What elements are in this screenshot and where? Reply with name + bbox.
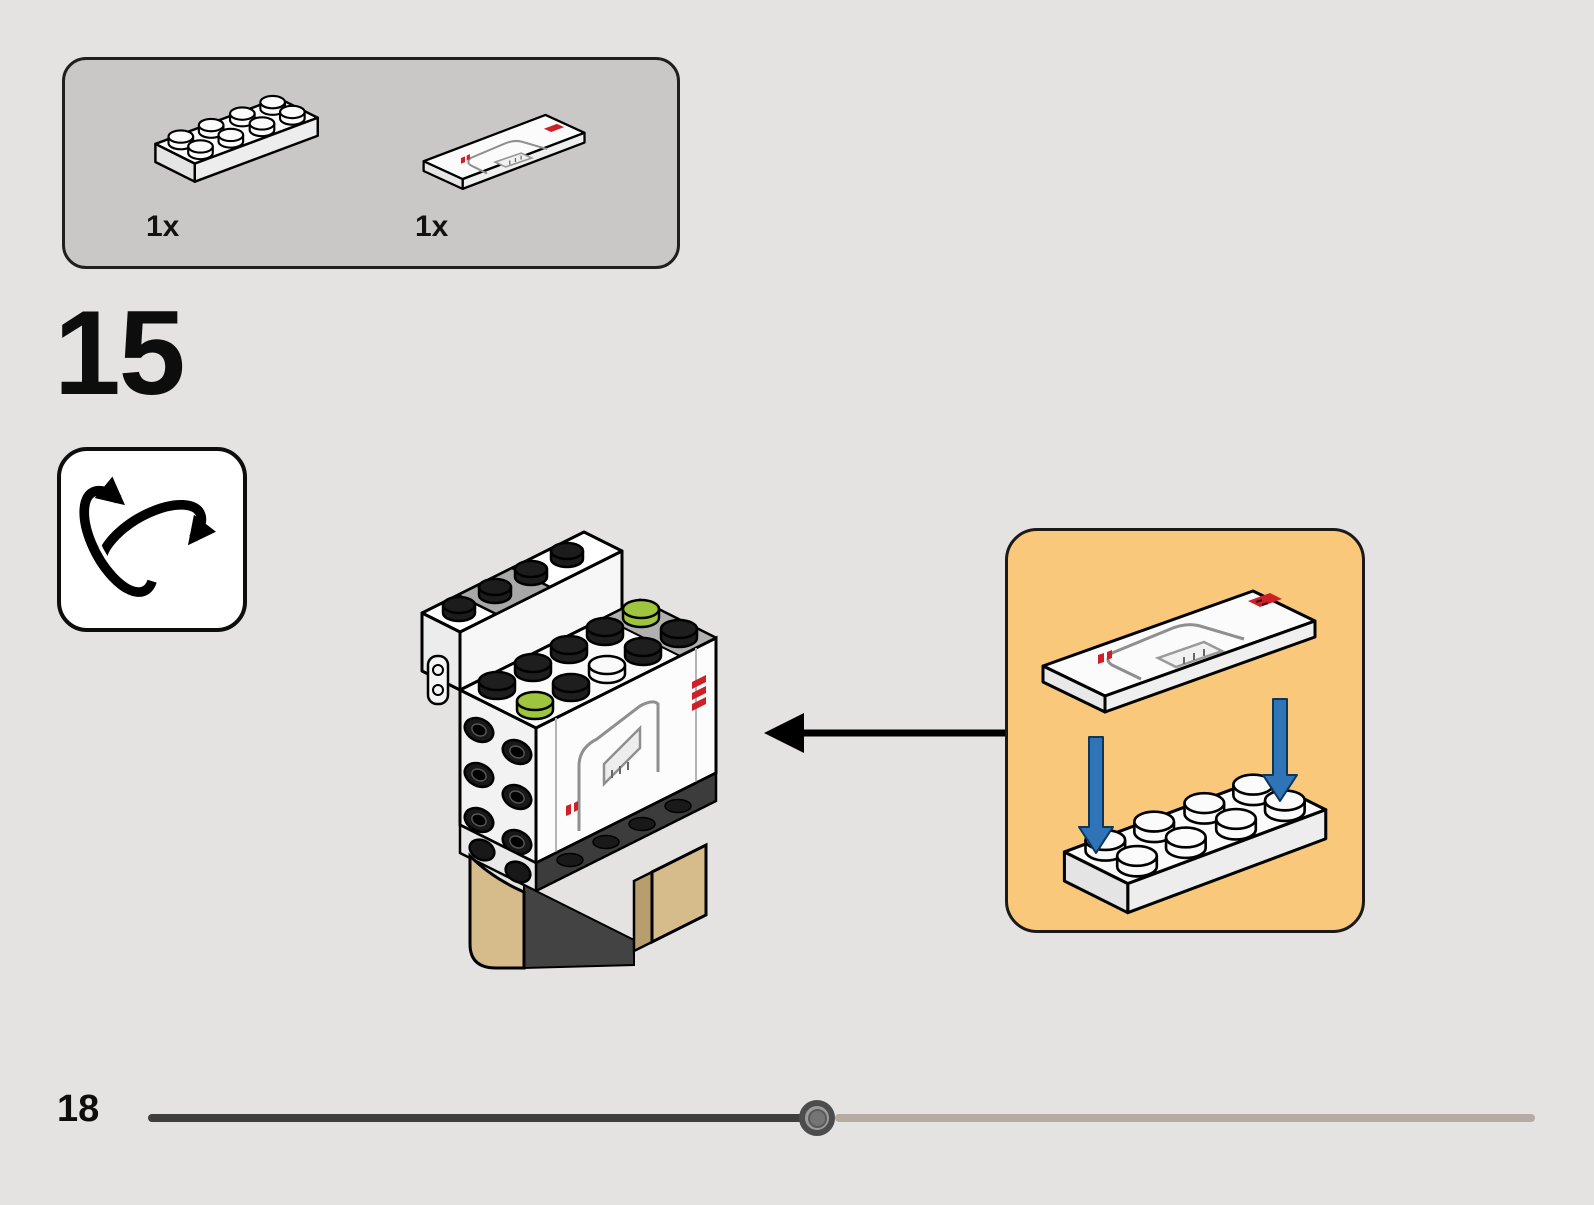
step-assembly-illustration <box>420 530 718 970</box>
bar-clip <box>426 654 450 706</box>
rotate-model-icon <box>57 447 247 632</box>
callout-plate <box>1062 773 1328 915</box>
left-leg <box>468 852 526 970</box>
part-count-label: 1x <box>146 210 180 243</box>
plate-studs <box>167 94 306 161</box>
progress-knob <box>799 1100 835 1136</box>
part-count-label: 1x <box>415 210 449 243</box>
left-arrow-icon <box>764 713 1005 753</box>
plate-2x4-white-image <box>154 94 319 183</box>
tile-2x4-printed-image <box>422 113 586 191</box>
progress-track-remaining <box>835 1114 1535 1122</box>
progress-knob-center <box>807 1108 827 1128</box>
progress-track-completed <box>148 1114 818 1122</box>
step-number: 15 <box>54 286 185 420</box>
page-number: 18 <box>57 1088 100 1130</box>
down-arrow-icon <box>1078 698 1298 854</box>
top-studs-back <box>477 598 661 701</box>
underside <box>458 770 718 894</box>
front-print <box>555 648 706 853</box>
instruction-callout <box>1005 528 1365 933</box>
back-wall-studs <box>441 541 585 623</box>
right-leg <box>650 842 708 945</box>
tile-print <box>461 123 565 175</box>
callout-illustration <box>1041 589 1328 915</box>
legs <box>468 842 708 970</box>
rotate-arrows <box>77 476 216 601</box>
callout-printed-tile <box>1041 589 1317 714</box>
side-studs <box>463 716 533 856</box>
parts-panel: 1x 1x <box>62 57 680 269</box>
top-studs-front <box>515 618 699 721</box>
